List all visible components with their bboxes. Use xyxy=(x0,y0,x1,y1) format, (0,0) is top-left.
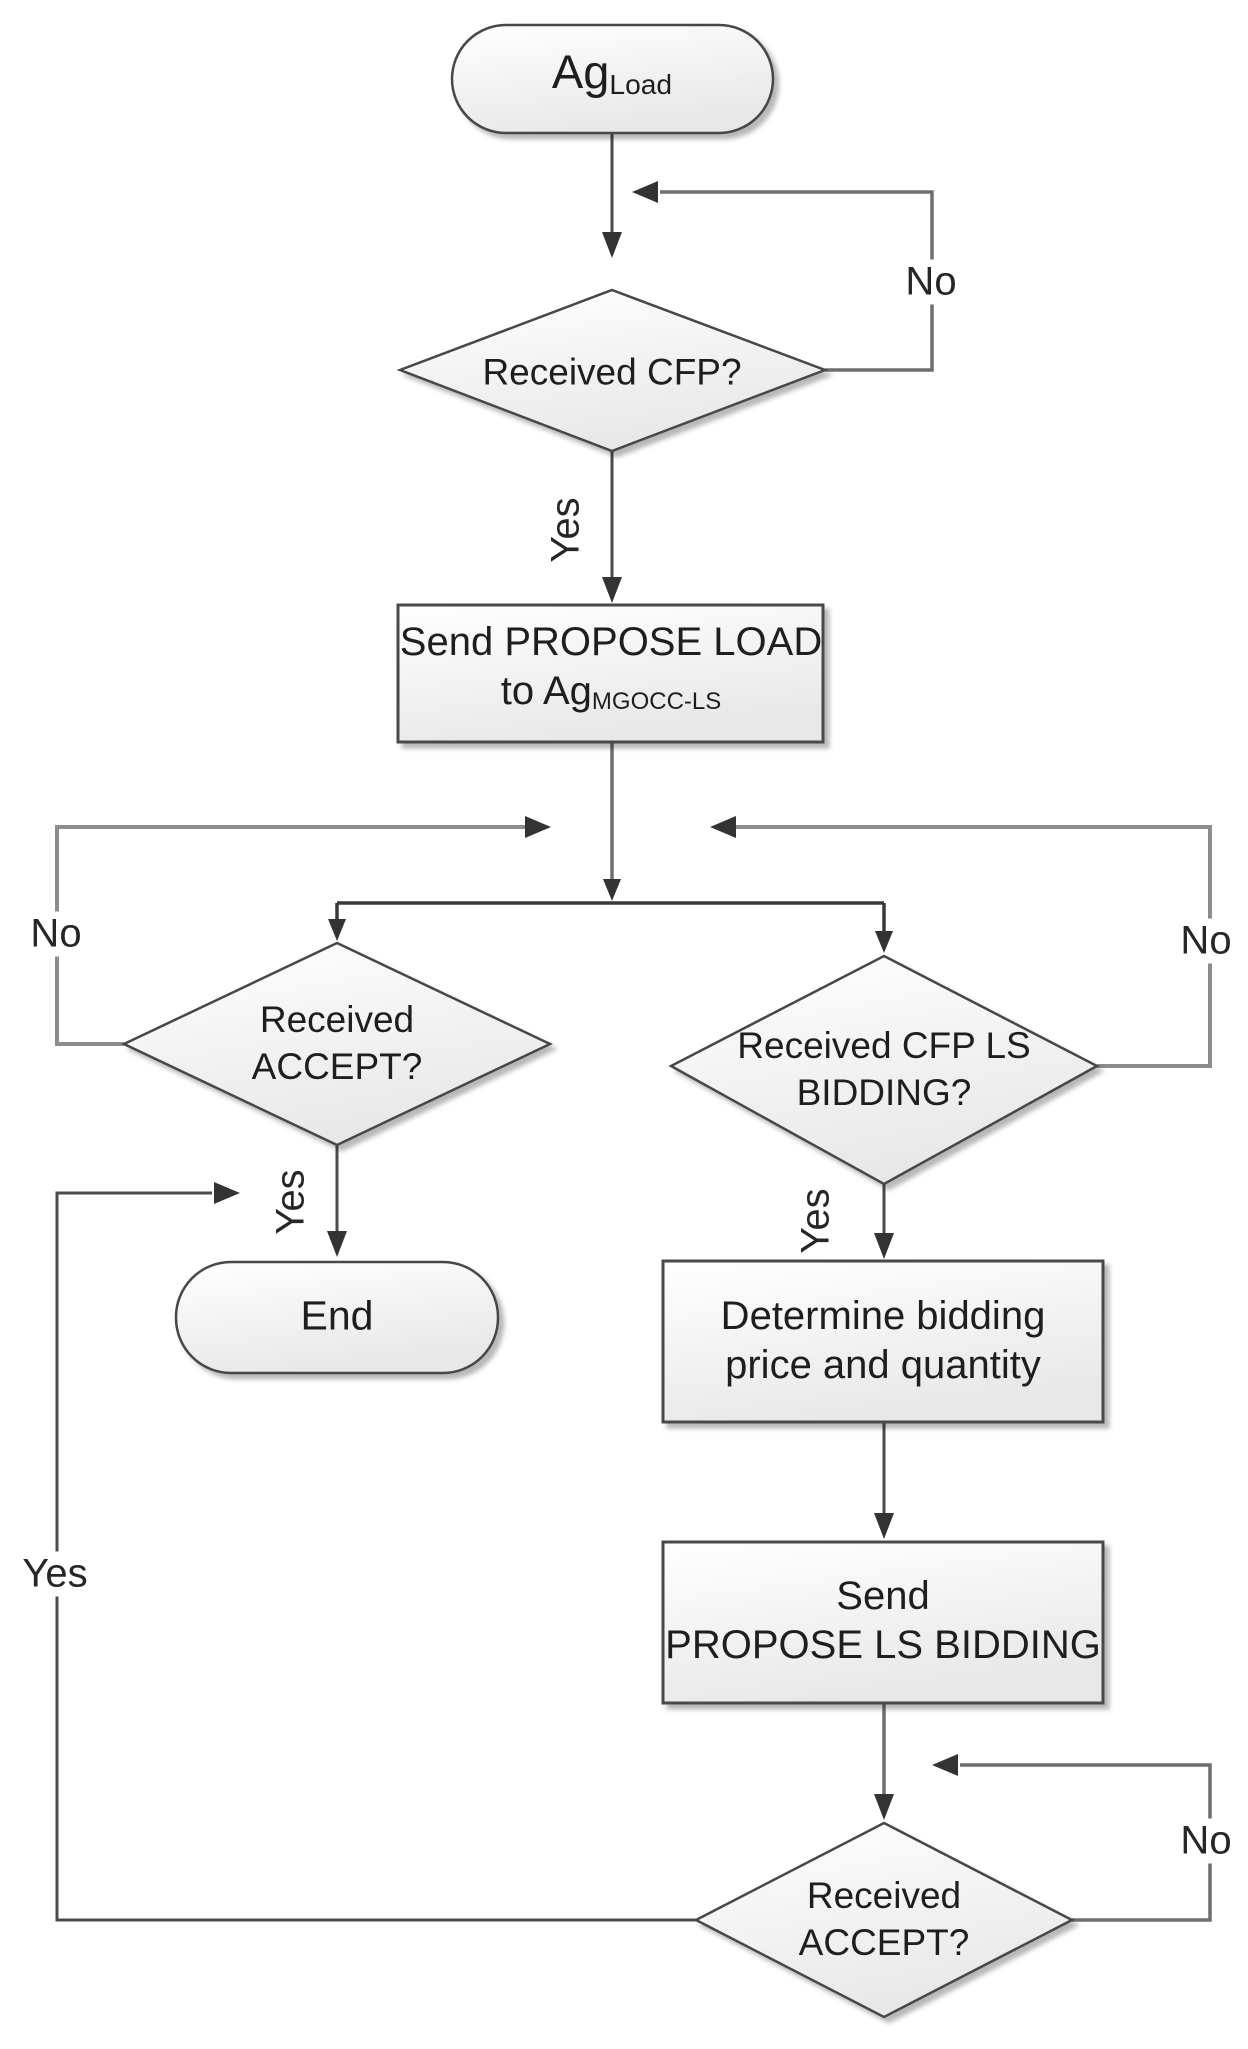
connector-cfp-yes-to-send xyxy=(602,451,622,603)
send-propose-load-shape xyxy=(396,603,825,744)
arrowhead-down xyxy=(602,577,622,603)
accept2-decision-shape xyxy=(693,1821,1075,2019)
connector-drop-to-cfp-ls xyxy=(875,903,893,953)
label-accept2-yes: Yes xyxy=(14,1551,96,1597)
start-node-subscript: Load xyxy=(609,68,673,101)
start-node-main-text: Ag xyxy=(551,44,610,98)
label-cfp-ls-yes: Yes xyxy=(793,1188,838,1254)
arrowhead-right xyxy=(214,1182,240,1204)
cfp-decision-label: Received CFP? xyxy=(482,351,742,393)
arrowhead-down xyxy=(328,919,346,941)
label-cfp-yes: Yes xyxy=(543,497,588,563)
connector-cfp-ls-yes-to-determine xyxy=(874,1184,894,1259)
arrowhead-down xyxy=(875,931,893,953)
arrowhead-down xyxy=(327,1231,347,1257)
arrowhead-down xyxy=(602,232,622,258)
arrowhead-left xyxy=(632,181,658,203)
arrowhead-right xyxy=(525,816,551,838)
connector-drop-to-accept xyxy=(328,903,346,941)
connector-start-to-cfp xyxy=(602,133,622,258)
arrowhead-down xyxy=(603,879,621,901)
end-node-label: End xyxy=(300,1292,374,1339)
arrowhead-left xyxy=(932,1754,958,1776)
label-cfp-no: No xyxy=(897,259,965,305)
send-propose-ls-label: Send PROPOSE LS BIDDING xyxy=(665,1574,1101,1667)
send-propose-load-label: Send PROPOSE LOAD to AgMGOCC-LS xyxy=(399,619,823,716)
cfp-ls-decision-label: Received CFP LS BIDDING? xyxy=(737,1025,1031,1113)
accept-decision-shape xyxy=(121,941,553,1147)
connector-send-to-junction xyxy=(603,742,621,901)
send-propose-ls-shape xyxy=(661,1540,1105,1705)
label-accept-no: No xyxy=(22,911,90,957)
arrowhead-left xyxy=(710,816,736,838)
connector-determine-to-send-ls xyxy=(874,1422,894,1539)
determine-bidding-shape xyxy=(661,1259,1105,1424)
send-propose-load-subscript: MGOCC-LS xyxy=(591,688,722,716)
label-cfp-ls-no: No xyxy=(1172,918,1240,964)
label-accept-yes: Yes xyxy=(268,1169,313,1235)
cfp-ls-decision-shape xyxy=(668,954,1100,1186)
arrowhead-down xyxy=(874,1513,894,1539)
determine-bidding-label: Determine bidding price and quantity xyxy=(720,1294,1046,1387)
accept2-decision-label: Received ACCEPT? xyxy=(798,1875,970,1963)
connector-accept-yes-to-end xyxy=(327,1145,347,1257)
arrowhead-down xyxy=(874,1233,894,1259)
accept-decision-label: Received ACCEPT? xyxy=(251,999,423,1087)
start-node-shape xyxy=(450,23,775,135)
label-accept2-no: No xyxy=(1172,1818,1240,1864)
connector-send-ls-to-accept2 xyxy=(874,1703,894,1820)
cfp-decision-shape xyxy=(396,288,829,453)
end-node-shape xyxy=(174,1260,500,1375)
arrowhead-down xyxy=(874,1794,894,1820)
start-node-label: AgLoad xyxy=(552,48,672,108)
